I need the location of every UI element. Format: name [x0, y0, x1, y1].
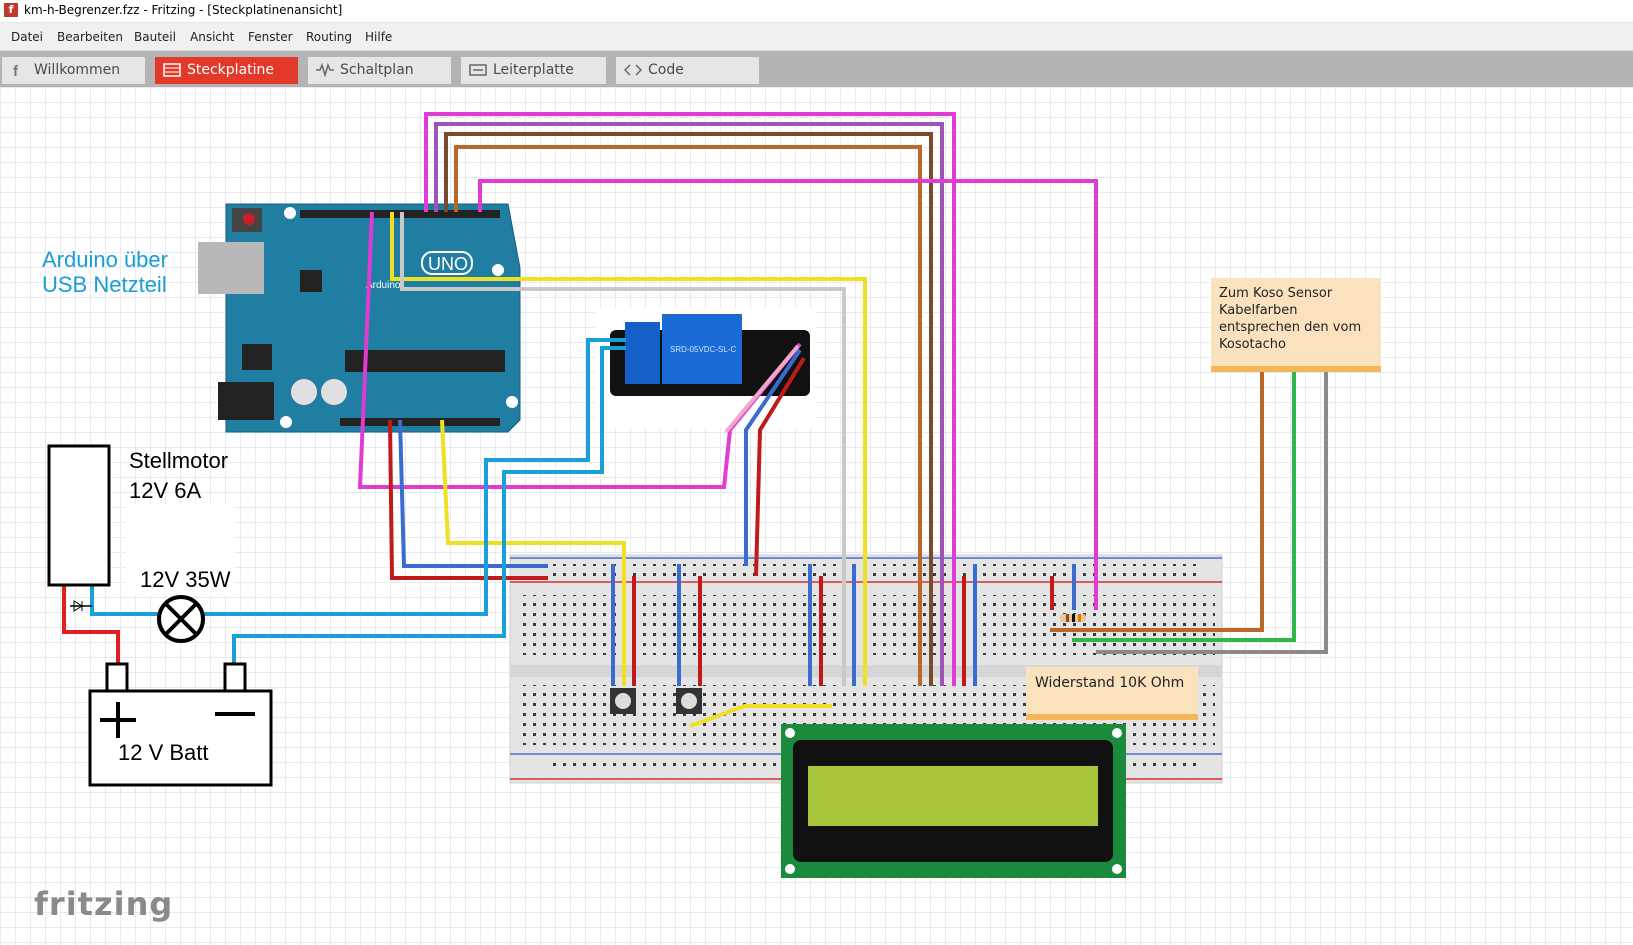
window-title: km-h-Begrenzer.fzz - Fritzing - [Steckpl… — [24, 3, 343, 17]
power-jack — [218, 382, 274, 420]
note-resistor-text: Widerstand 10K Ohm — [1035, 675, 1185, 691]
fritzing-f-icon: f — [13, 63, 19, 77]
potentiometer[interactable] — [676, 688, 702, 714]
menu-bar: Datei Bearbeiten Bauteil Ansicht Fenster… — [0, 23, 1633, 51]
tab-code[interactable]: Code — [616, 57, 759, 84]
schematic-icon — [316, 63, 334, 77]
arduino-uno-board[interactable]: UNO Arduino — [198, 203, 521, 433]
arduino-note-label: Arduino über USB Netzteil — [42, 247, 168, 297]
note-koso-sensor[interactable]: Zum Koso Sensor Kabelfarben entsprechen … — [1211, 278, 1381, 372]
fritzing-app-icon: f — [4, 3, 18, 17]
tab-label: Leiterplatte — [493, 62, 574, 78]
tab-leiterplatte[interactable]: Leiterplatte — [461, 57, 606, 84]
tab-label: Steckplatine — [187, 62, 275, 78]
resistor-10k[interactable] — [1060, 614, 1086, 622]
relay-model-text: SRD-05VDC-SL-C — [670, 345, 736, 354]
arduino-brand-text: Arduino — [366, 280, 401, 291]
note-resistor[interactable]: Widerstand 10K Ohm — [1026, 667, 1198, 720]
reset-button — [243, 213, 255, 225]
pcb-icon — [469, 64, 487, 76]
view-tab-bar: f Willkommen Steckplatine Schaltplan Lei… — [0, 51, 1633, 87]
code-icon — [624, 64, 642, 76]
battery-symbol[interactable] — [88, 662, 273, 787]
note-koso-text: Zum Koso Sensor Kabelfarben entsprechen … — [1219, 286, 1362, 352]
lamp-label: 12V 35W — [140, 567, 231, 592]
tab-willkommen[interactable]: f Willkommen — [2, 57, 145, 84]
usb-port — [198, 242, 264, 294]
menu-ansicht[interactable]: Ansicht — [190, 30, 235, 44]
diode-symbol — [70, 600, 92, 612]
wires[interactable] — [62, 112, 1328, 728]
tab-schaltplan[interactable]: Schaltplan — [308, 57, 451, 84]
menu-bauteil[interactable]: Bauteil — [134, 30, 176, 44]
svg-text:f: f — [13, 63, 19, 77]
tab-label: Willkommen — [34, 62, 121, 78]
tab-label: Schaltplan — [340, 62, 414, 78]
menu-bearbeiten[interactable]: Bearbeiten — [57, 30, 123, 44]
battery-label: 12 V Batt — [118, 740, 209, 765]
menu-hilfe[interactable]: Hilfe — [365, 30, 393, 44]
tab-label: Code — [648, 62, 684, 78]
tab-steckplatine[interactable]: Steckplatine — [155, 57, 298, 84]
fritzing-logo: fritzing — [34, 885, 174, 923]
potentiometer[interactable] — [610, 688, 636, 714]
lcd-display[interactable] — [781, 724, 1126, 878]
motor-symbol[interactable] — [47, 444, 111, 587]
menu-routing[interactable]: Routing — [306, 30, 353, 44]
breadboard-icon — [163, 63, 181, 77]
title-bar: f km-h-Begrenzer.fzz - Fritzing - [Steck… — [0, 0, 1633, 23]
arduino-uno-text: UNO — [428, 254, 468, 274]
lamp-symbol[interactable] — [126, 505, 234, 643]
menu-datei[interactable]: Datei — [11, 30, 44, 44]
menu-fenster[interactable]: Fenster — [248, 30, 293, 44]
motor-label: Stellmotor 12V 6A — [129, 448, 229, 503]
